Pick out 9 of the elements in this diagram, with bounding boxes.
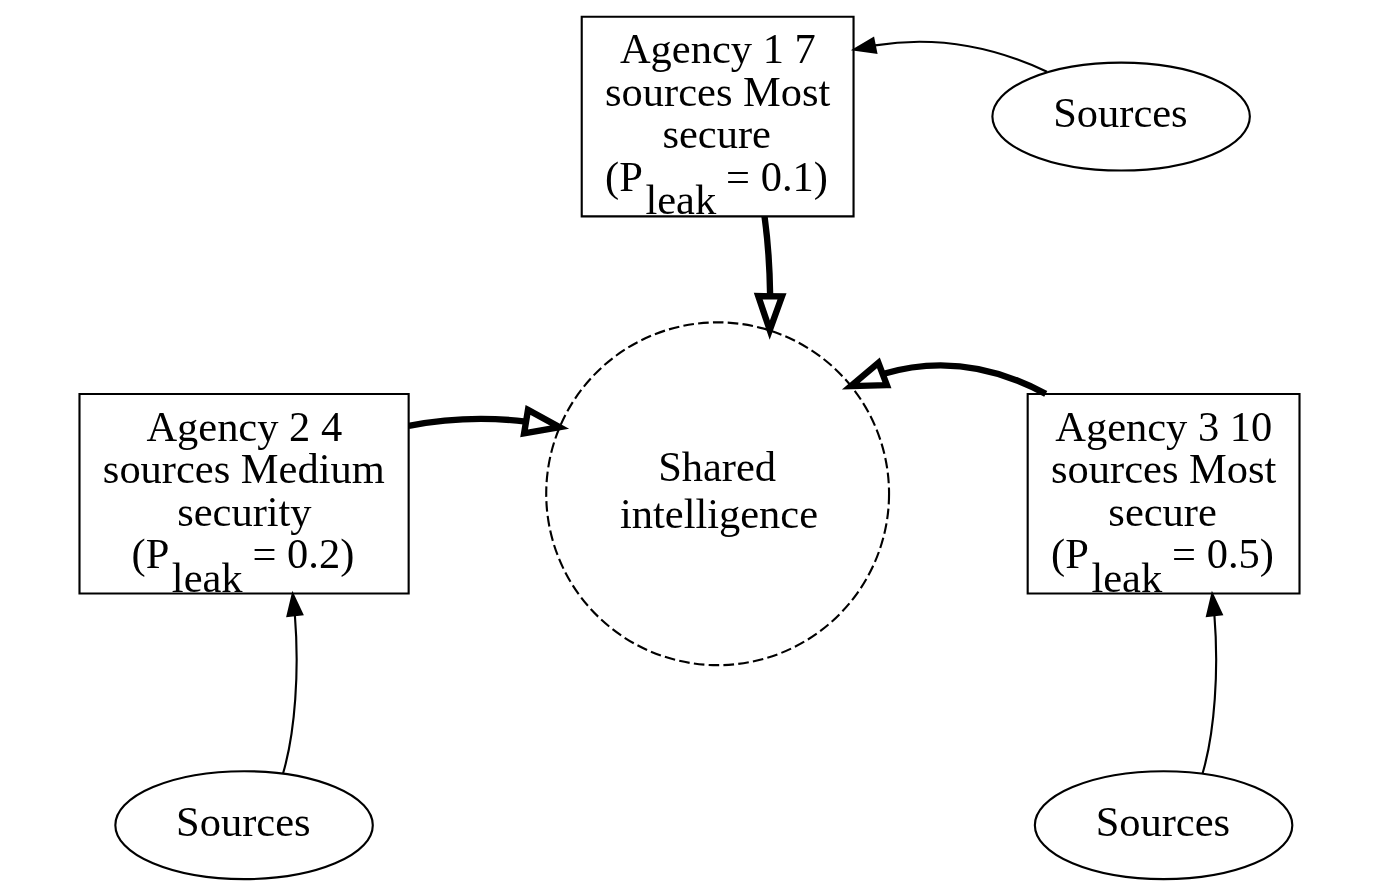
arrow	[281, 590, 304, 774]
node-ellipse: Sources	[113, 770, 374, 881]
node-ellipse: Sources	[990, 61, 1251, 172]
arrow	[850, 36, 1047, 73]
arrow	[407, 404, 569, 438]
arrow	[841, 357, 1047, 397]
arrow	[1201, 590, 1223, 774]
node-ellipse: Sources	[1033, 770, 1293, 881]
arrow	[753, 216, 787, 340]
